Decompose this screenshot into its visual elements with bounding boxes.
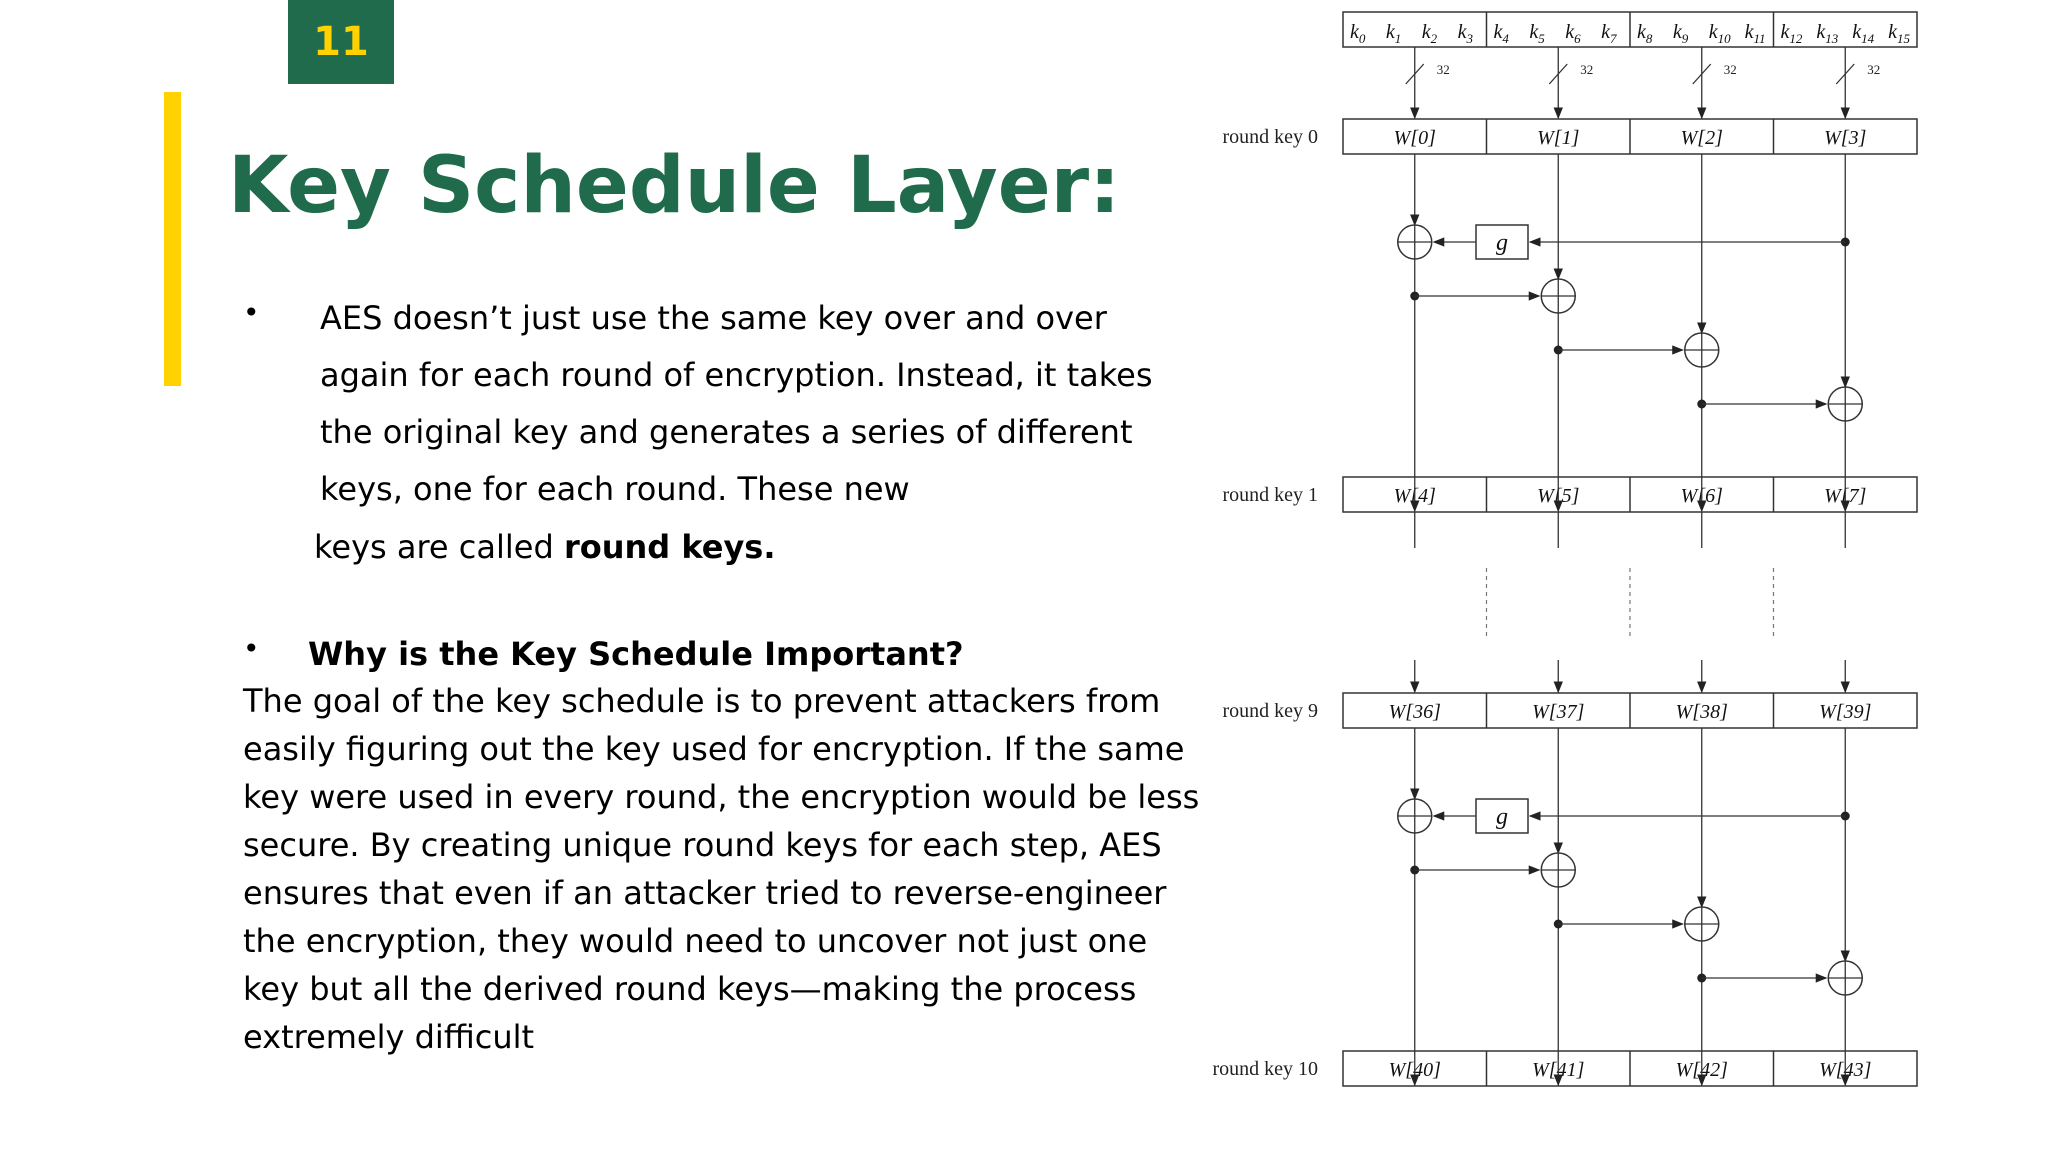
word-label: W[36] [1389,701,1441,723]
bus-slash [1692,63,1712,85]
bus-width-labels: 32 32 32 32 [1405,47,1880,120]
word-label: W[1] [1537,127,1579,149]
round-key-label: round key 9 [1222,700,1318,722]
key-byte-index: 6 [1574,31,1581,46]
key-byte-index: 1 [1395,31,1402,46]
word-label: W[37] [1532,701,1584,723]
bullet1-line: again for each round of encryption. Inst… [320,356,1153,394]
word-label: W[38] [1676,701,1728,723]
diagram-wires: gg [1397,154,1863,1087]
bullet1-line: AES doesn’t just use the same key over a… [320,299,1107,337]
bus-width-label: 32 [1724,62,1737,77]
key-byte-index: 14 [1861,31,1875,46]
key-byte-index: 12 [1789,31,1803,46]
slide-number: 11 [288,0,394,84]
round-key-rows: round key 0 W[0] W[1] W[2] W[3] round key 1 W[… [1212,118,1918,1087]
g-function-label: g [1496,804,1508,830]
key-byte-index: 13 [1825,31,1839,46]
round-key-label: round key 1 [1222,484,1318,506]
word-label: W[39] [1819,701,1871,723]
word-label: W[0] [1394,127,1436,149]
key-byte-index: 10 [1718,31,1732,46]
key-byte-index: 11 [1754,31,1766,46]
slide-title: Key Schedule Layer: [228,141,1121,231]
bus-width-label: 32 [1580,62,1593,77]
bullet-marker: • [243,296,260,329]
round-key-label: round key 10 [1212,1058,1318,1080]
bus-slash [1835,63,1855,85]
bullet1-line: the original key and generates a series … [320,413,1133,451]
key-byte-index: 15 [1897,31,1911,46]
bullet1-line: keys are called [314,528,564,566]
g-function-label: g [1496,230,1508,256]
bus-slash [1548,63,1568,85]
bullet1-paragraph: AES doesn’t just use the same key over a… [320,290,1190,518]
word-label: W[2] [1681,127,1723,149]
bullet1-last-line: keys are called round keys. [314,519,776,576]
bullet2-paragraph: The goal of the key schedule is to preve… [243,682,1200,1056]
g-function-box [1475,224,1529,260]
key-byte-index: 2 [1431,31,1438,46]
key-byte-index: 4 [1502,31,1509,46]
bus-width-label: 32 [1437,62,1450,77]
g-function-box [1475,798,1529,834]
key-byte-index: 7 [1610,31,1617,46]
key-byte-index: 0 [1359,31,1366,46]
bus-slash [1405,63,1425,85]
key-byte-index: 5 [1538,31,1545,46]
bus-width-label: 32 [1867,62,1880,77]
round-keys-term: round keys. [563,528,776,566]
round-key-label: round key 0 [1222,126,1318,148]
key-byte-index: 3 [1466,31,1474,46]
bullet-marker: • [243,632,260,665]
bullet2-heading: Why is the Key Schedule Important? [308,635,964,673]
accent-bar [164,92,181,386]
bullet1-line: keys, one for each round. These new [320,470,910,508]
key-byte-index: 8 [1646,31,1653,46]
word-label: W[3] [1824,127,1866,149]
key-byte-index: 9 [1682,31,1689,46]
